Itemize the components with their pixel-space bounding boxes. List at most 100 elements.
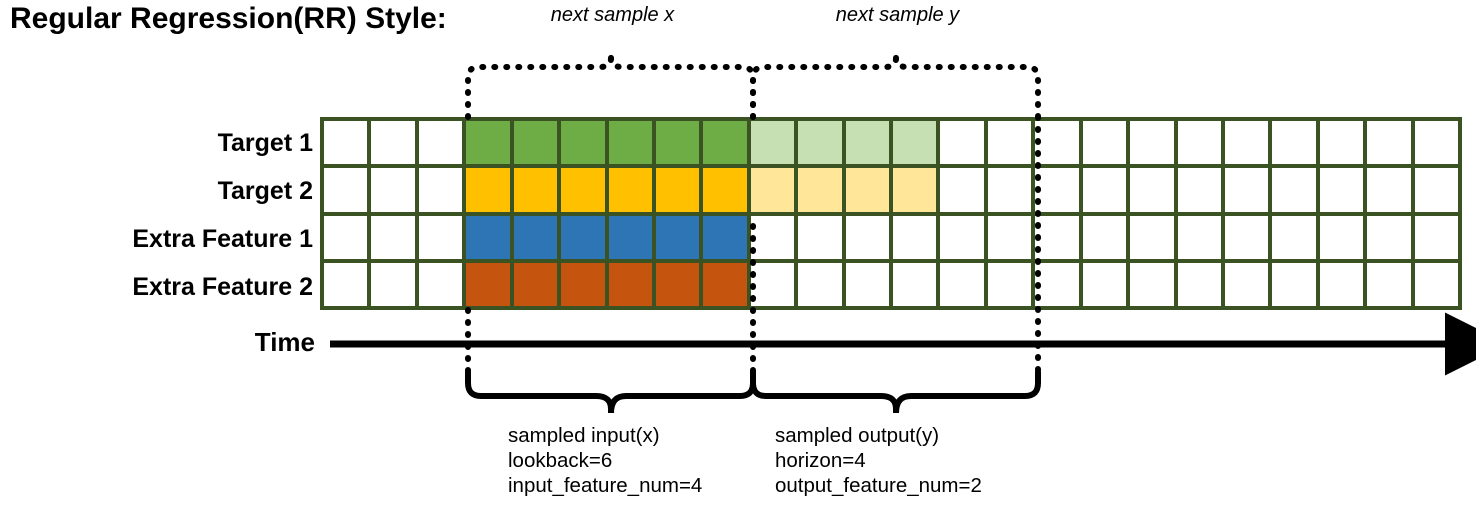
grid-cell-r2-c20 xyxy=(1224,168,1269,212)
grid-cell-r2-c12 xyxy=(845,168,889,212)
grid-cell-r1-c23 xyxy=(1367,121,1411,165)
grid-cell-r1-c15 xyxy=(987,121,1032,165)
grid-cell-r3-c6 xyxy=(561,215,605,259)
sampled-input-annotation: sampled input(x) lookback=6 input_featur… xyxy=(508,423,702,498)
time-axis-label: Time xyxy=(254,327,315,357)
grid-cell-r4-c19 xyxy=(1177,262,1221,306)
sampled-output-line-2: horizon=4 xyxy=(775,449,866,472)
grid-cell-r1-c7 xyxy=(608,121,652,165)
grid-cell-r2-c19 xyxy=(1177,168,1221,212)
grid-cell-r3-c20 xyxy=(1224,215,1269,259)
grid-cell-r3-c4 xyxy=(466,215,510,259)
grid-cell-r2-c3 xyxy=(418,168,463,212)
grid-cell-r3-c14 xyxy=(940,215,984,259)
sampled-output-brace xyxy=(750,369,1041,414)
grid-cell-r2-c6 xyxy=(561,168,605,212)
grid-cell-r3-c10 xyxy=(750,215,795,259)
next-sample-y-brace xyxy=(750,49,1041,120)
grid-cell-r1-c9 xyxy=(703,121,747,165)
grid-cell-r1-c20 xyxy=(1224,121,1269,165)
next-sample-y-label: next sample y xyxy=(835,4,960,26)
grid-cell-r1-c10 xyxy=(750,121,795,165)
grid-cell-r3-c11 xyxy=(798,215,842,259)
page-title: Regular Regression(RR) Style: xyxy=(10,2,447,35)
grid-cell-r4-c12 xyxy=(845,262,889,306)
grid-cell-r2-c2 xyxy=(371,168,415,212)
row-label-target-2: Target 2 xyxy=(217,177,313,205)
grid-cell-r1-c21 xyxy=(1272,121,1316,165)
grid-cell-r3-c5 xyxy=(513,215,558,259)
grid-cell-r3-c21 xyxy=(1272,215,1316,259)
grid-cell-r3-c16 xyxy=(1035,215,1079,259)
grid-cell-r4-c22 xyxy=(1319,262,1364,306)
grid-cell-r2-c8 xyxy=(655,168,700,212)
grid-cell-r2-c21 xyxy=(1272,168,1316,212)
row-label-target-1: Target 1 xyxy=(217,129,313,157)
grid-cell-r4-c10 xyxy=(750,262,795,306)
grid-cell-r1-c4 xyxy=(466,121,510,165)
grid-cell-r2-c11 xyxy=(798,168,842,212)
grid-cell-r3-c13 xyxy=(893,215,937,259)
grid-cell-r2-c17 xyxy=(1082,168,1127,212)
grid-cell-r4-c24 xyxy=(1414,262,1458,306)
grid-cell-r1-c11 xyxy=(798,121,842,165)
grid-cell-r3-c23 xyxy=(1367,215,1411,259)
grid-cell-r1-c14 xyxy=(940,121,984,165)
row-label-extra-feature-2: Extra Feature 2 xyxy=(132,273,313,301)
grid-cell-r1-c19 xyxy=(1177,121,1221,165)
grid-cell-r3-c22 xyxy=(1319,215,1364,259)
grid-cell-r2-c14 xyxy=(940,168,984,212)
grid-cell-r4-c17 xyxy=(1082,262,1127,306)
sampled-input-line-1: sampled input(x) xyxy=(508,424,660,447)
grid-cell-r3-c2 xyxy=(371,215,415,259)
grid-cell-r1-c8 xyxy=(655,121,700,165)
grid-cell-r4-c7 xyxy=(608,262,652,306)
grid-cell-r4-c23 xyxy=(1367,262,1411,306)
grid-cell-r1-c22 xyxy=(1319,121,1364,165)
grid-cell-r2-c22 xyxy=(1319,168,1364,212)
grid-cell-r3-c8 xyxy=(655,215,700,259)
sampled-input-line-3: input_feature_num=4 xyxy=(508,474,703,497)
grid-cell-r3-c1 xyxy=(324,215,368,259)
grid-cell-r3-c15 xyxy=(987,215,1032,259)
grid-cell-r2-c4 xyxy=(466,168,510,212)
grid-cell-r4-c16 xyxy=(1035,262,1079,306)
grid-cell-r1-c17 xyxy=(1082,121,1127,165)
grid-cell-r2-c23 xyxy=(1367,168,1411,212)
row-label-extra-feature-1: Extra Feature 1 xyxy=(132,225,313,253)
grid-cell-r4-c15 xyxy=(987,262,1032,306)
grid-cell-r2-c1 xyxy=(324,168,368,212)
grid-cell-r3-c12 xyxy=(845,215,889,259)
grid-cell-r1-c1 xyxy=(324,121,368,165)
grid-cell-r4-c5 xyxy=(513,262,558,306)
grid-cell-r2-c9 xyxy=(703,168,747,212)
next-sample-x-label: next sample x xyxy=(550,4,675,26)
grid-cell-r2-c15 xyxy=(987,168,1032,212)
row-label-column: Target 1 Target 2 Extra Feature 1 Extra … xyxy=(10,117,313,310)
grid-cell-r4-c2 xyxy=(371,262,415,306)
grid-cell-r4-c18 xyxy=(1130,262,1174,306)
grid-cell-r4-c20 xyxy=(1224,262,1269,306)
grid-cell-r4-c14 xyxy=(940,262,984,306)
grid-cell-r3-c7 xyxy=(608,215,652,259)
grid-cell-r3-c24 xyxy=(1414,215,1458,259)
grid-cell-r2-c10 xyxy=(750,168,795,212)
grid-cell-r4-c8 xyxy=(655,262,700,306)
grid-cell-r3-c18 xyxy=(1130,215,1174,259)
grid-cell-r1-c18 xyxy=(1130,121,1174,165)
grid-cell-r3-c9 xyxy=(703,215,747,259)
grid-cell-r2-c18 xyxy=(1130,168,1174,212)
grid-cell-r1-c6 xyxy=(561,121,605,165)
grid-cell-r1-c2 xyxy=(371,121,415,165)
sampled-input-brace xyxy=(465,369,756,414)
grid-cell-r4-c4 xyxy=(466,262,510,306)
grid-cell-r4-c3 xyxy=(418,262,463,306)
grid-cell-r2-c7 xyxy=(608,168,652,212)
grid-cell-r2-c13 xyxy=(893,168,937,212)
grid-cell-r1-c5 xyxy=(513,121,558,165)
grid-cell-r1-c3 xyxy=(418,121,463,165)
grid-cell-r4-c11 xyxy=(798,262,842,306)
grid-cell-r4-c13 xyxy=(893,262,937,306)
timeseries-grid xyxy=(320,117,1462,310)
